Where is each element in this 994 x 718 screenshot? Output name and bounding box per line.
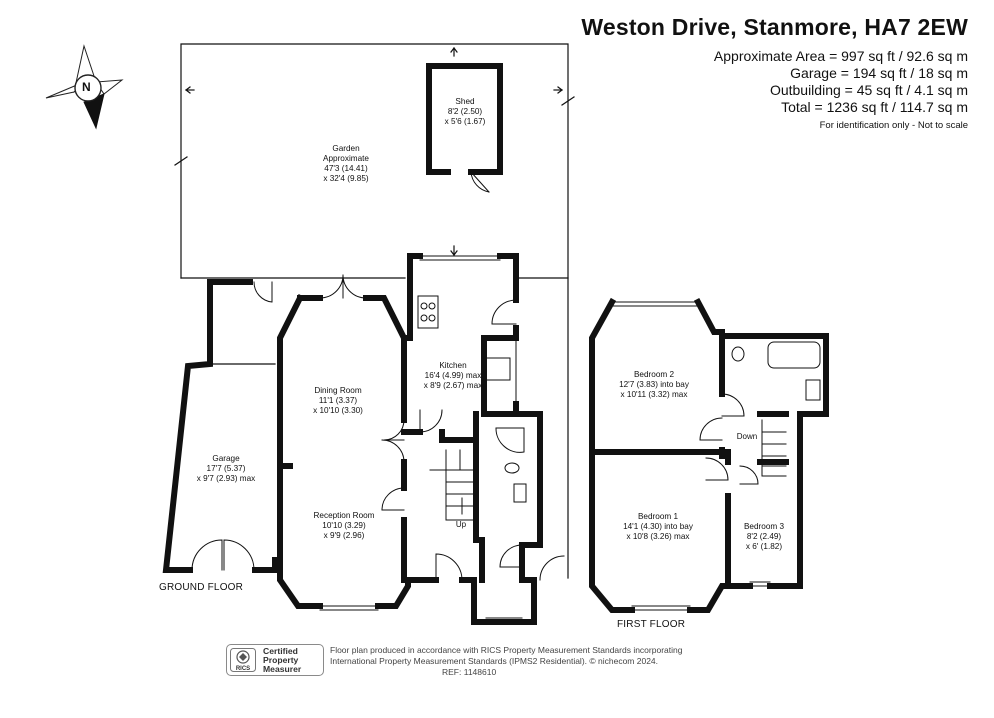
- compass-north-letter: N: [82, 80, 91, 94]
- footer-line-2: International Property Measurement Stand…: [330, 656, 659, 666]
- shed-walls: [426, 63, 503, 193]
- ground-floor-walls: [277, 253, 543, 625]
- footer-line-1: Floor plan produced in accordance with R…: [330, 645, 683, 655]
- first-floor-walls: [589, 297, 829, 613]
- garage-area: Garage = 194 sq ft / 18 sq m: [790, 65, 968, 81]
- footer-ref: REF: 1148610: [442, 667, 497, 677]
- scale-note: For identification only - Not to scale: [819, 120, 968, 131]
- footer-disclaimer: Floor plan produced in accordance with R…: [330, 645, 682, 678]
- total-area: Total = 1236 sq ft / 114.7 sq m: [781, 99, 968, 115]
- first-floor-fixtures: [611, 301, 827, 611]
- ground-floor-label: GROUND FLOOR: [159, 582, 244, 593]
- outbuilding-area: Outbuilding = 45 sq ft / 4.1 sq m: [769, 82, 968, 98]
- first-floor-label: FIRST FLOOR: [617, 619, 686, 630]
- stairs-down-label: Down: [736, 432, 758, 441]
- rics-logo-icon: RICS: [230, 648, 256, 672]
- rics-logo-text: RICS: [236, 666, 250, 672]
- ground-floor-fixtures: [319, 255, 565, 623]
- garage-walls: [162, 279, 278, 573]
- compass: [45, 44, 124, 130]
- property-address: Weston Drive, Stanmore, HA7 2EW: [581, 14, 968, 40]
- stairs-up-label: Up: [455, 520, 467, 529]
- approximate-area: Approximate Area = 997 sq ft / 92.6 sq m: [713, 48, 968, 64]
- garden-boundary: [174, 43, 575, 579]
